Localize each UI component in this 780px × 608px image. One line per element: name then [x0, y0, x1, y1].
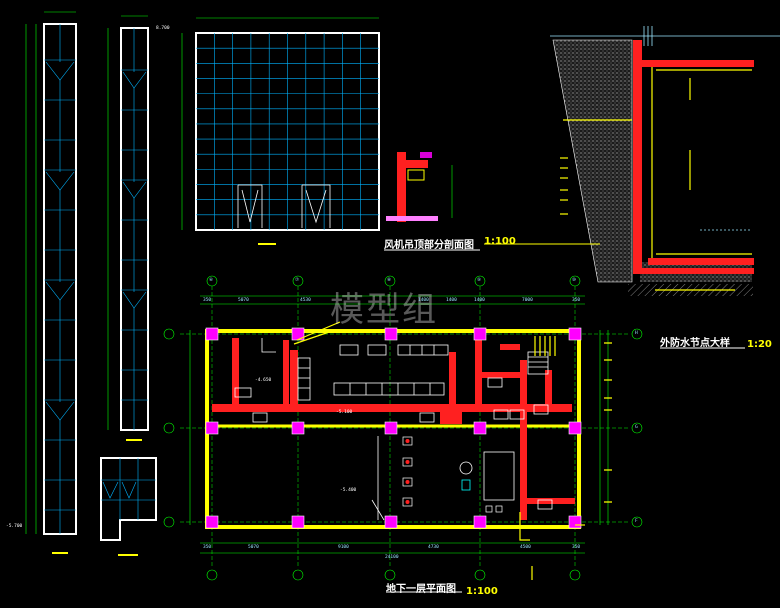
- small-l-elevation: [100, 457, 157, 556]
- dim-top-3: 1400: [418, 298, 429, 303]
- plan-scale: 1:100: [466, 586, 498, 597]
- dim-top-5: 1400: [474, 298, 485, 303]
- dim-top-6: 7000: [522, 298, 533, 303]
- dim-bottom-1: 5070: [248, 545, 259, 550]
- axis-label-right-0: H: [635, 331, 638, 336]
- axis-label-top-0: ⑥: [209, 278, 214, 283]
- axis-label-right-2: F: [635, 519, 638, 524]
- second-tall-elevation: [107, 15, 149, 441]
- dim-bottom-2: 9100: [338, 545, 349, 550]
- level-mark-c: -4.650: [255, 378, 272, 383]
- detail-title: 外防水节点大样: [660, 338, 730, 349]
- basement-floor-plan: [163, 275, 643, 581]
- axis-label-top-4: ⑩: [572, 278, 577, 283]
- fan-ceiling-section: [386, 152, 453, 222]
- caption-underlines: [384, 243, 745, 593]
- left-tall-elevation: [25, 11, 77, 554]
- dim-bottom-5: 350: [572, 545, 581, 550]
- elevation-top-mark: 8.700: [156, 26, 170, 31]
- level-mark-a: -5.400: [340, 488, 357, 493]
- dim-bottom-3: 4730: [428, 545, 439, 550]
- section-title: 风机吊顶部分剖面图: [384, 240, 474, 251]
- dim-bottom-4: 4500: [520, 545, 531, 550]
- axis-label-top-2: ⑧: [387, 278, 392, 283]
- axis-label-top-3: ⑨: [477, 278, 482, 283]
- detail-scale: 1:20: [747, 339, 772, 350]
- dim-top-0: 350: [203, 298, 212, 303]
- section-scale: 1:100: [484, 236, 516, 247]
- dim-top-7: 350: [572, 298, 581, 303]
- axis-label-right-1: G: [635, 425, 638, 430]
- elevation-bottom-mark: -5.700: [6, 524, 23, 529]
- watermark-text: 模型组: [330, 290, 438, 330]
- dim-top-4: 1400: [446, 298, 457, 303]
- dim-top-1: 5070: [238, 298, 249, 303]
- front-elevation-grid: [181, 17, 380, 245]
- level-mark-b: -5.100: [336, 410, 353, 415]
- waterproof-detail: [550, 26, 780, 296]
- plan-title: 地下一层平面图: [386, 584, 456, 595]
- axis-label-top-1: ⑦: [295, 278, 300, 283]
- dim-bottom-0: 350: [203, 545, 212, 550]
- dim-total: 24100: [385, 555, 399, 560]
- dim-top-2: 4530: [300, 298, 311, 303]
